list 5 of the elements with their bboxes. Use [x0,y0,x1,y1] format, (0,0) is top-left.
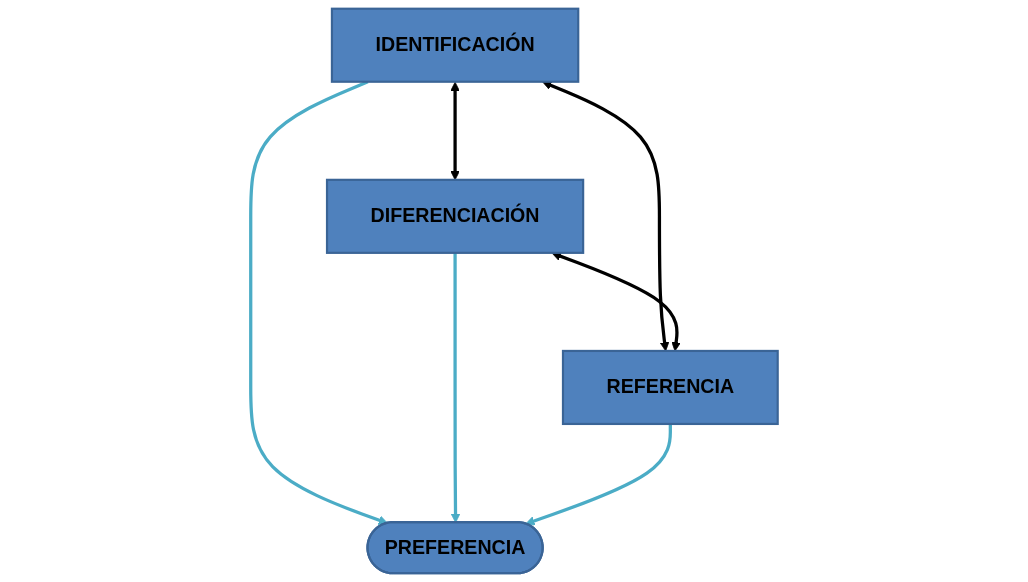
arrow [525,423,672,526]
node-box: IDENTIFICACIÓN [330,7,580,83]
node-box: DIFERENCIACIÓN [325,178,584,254]
arrow [450,252,461,523]
node-box: REFERENCIA [561,349,779,426]
